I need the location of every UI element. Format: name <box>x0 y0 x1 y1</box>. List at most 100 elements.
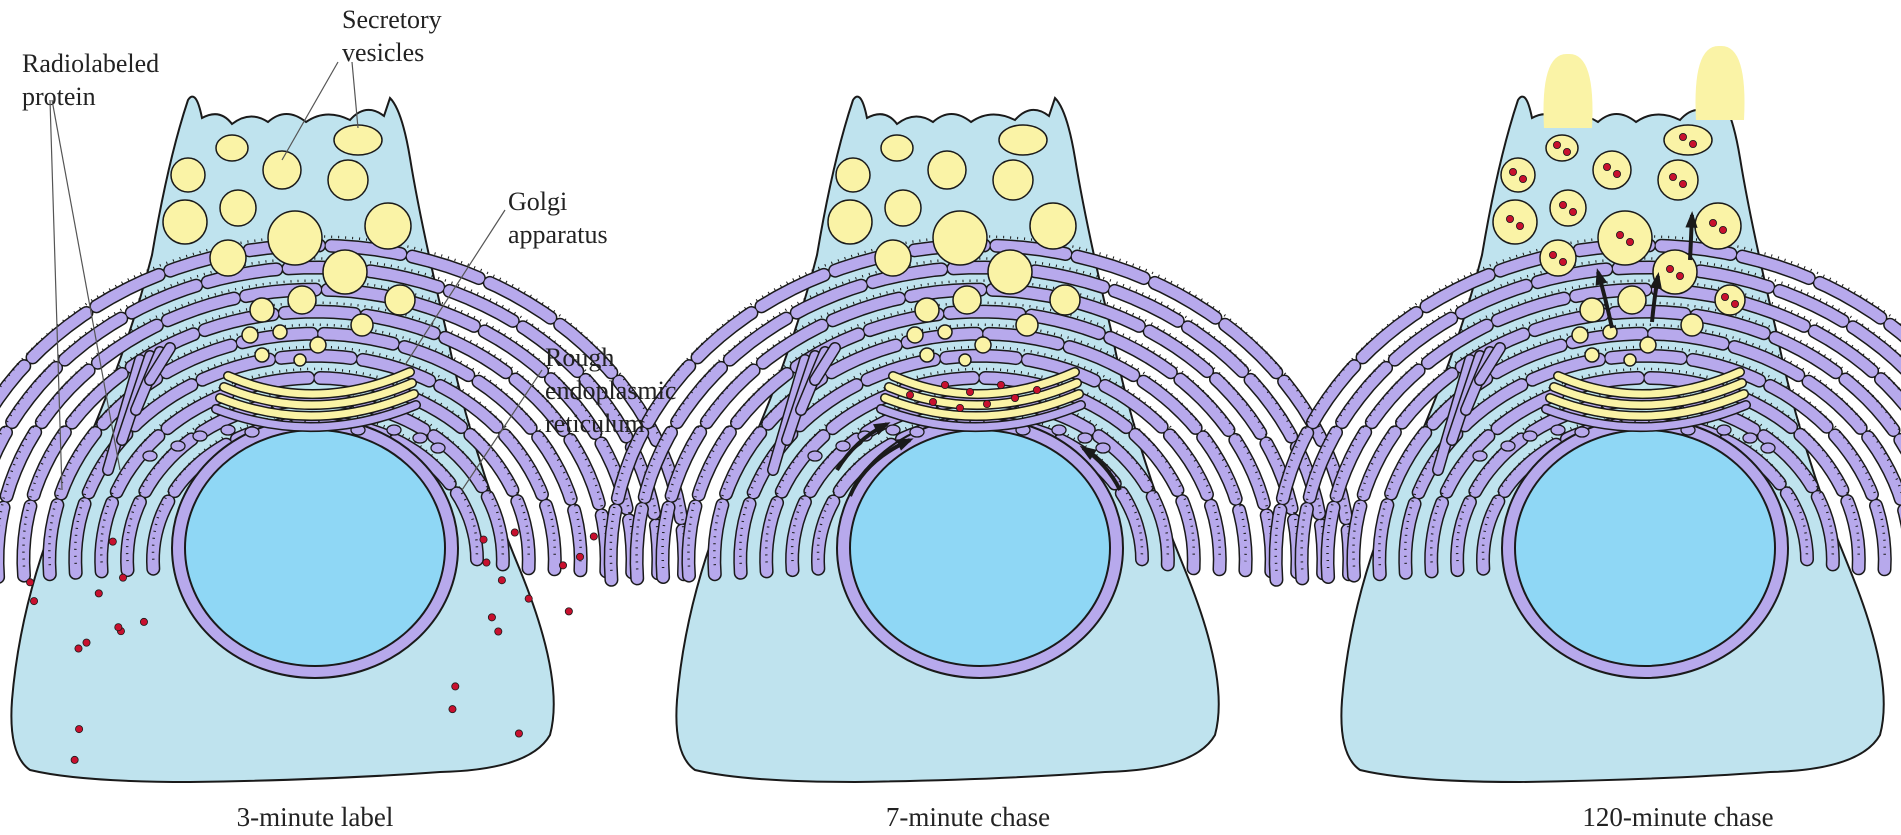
radiolabel-dot <box>525 595 532 602</box>
secretory-vesicle <box>999 125 1047 155</box>
radiolabel-dot <box>1731 300 1738 307</box>
secretory-vesicle <box>836 158 870 192</box>
exocytosis-vesicle <box>1544 54 1593 128</box>
secretory-vesicle <box>953 286 981 314</box>
cell-panel-1 <box>0 97 684 782</box>
transport-vesicle <box>1575 427 1589 437</box>
transport-vesicle <box>1761 443 1775 453</box>
radiolabel-dot <box>83 639 90 646</box>
secretory-vesicle <box>1585 348 1599 362</box>
radiolabel-dot <box>109 538 116 545</box>
secretory-vesicle <box>250 298 274 322</box>
secretory-vesicle <box>1658 160 1698 200</box>
secretory-vesicle <box>928 151 966 189</box>
golgi-apparatus-label: Golgi apparatus <box>508 187 608 249</box>
secretory-vesicle <box>933 211 987 265</box>
secretory-vesicle <box>1695 203 1741 249</box>
radiolabel-dot <box>495 628 502 635</box>
secretory-vesicle <box>828 200 872 244</box>
secretory-vesicle <box>1050 285 1080 315</box>
radiolabel-dot <box>75 645 82 652</box>
secretory-vesicle <box>1030 203 1076 249</box>
secretory-vesicle <box>938 325 952 339</box>
transport-vesicle <box>1551 425 1565 435</box>
transport-vesicle <box>143 451 157 461</box>
secretory-vesicle <box>1593 151 1631 189</box>
radiolabel-dot <box>1626 238 1633 245</box>
secretory-vesicle <box>1550 190 1586 226</box>
transport-vesicle <box>1078 433 1092 443</box>
transport-vesicle <box>1743 433 1757 443</box>
secretory-vesicle <box>242 327 258 343</box>
radiolabel-dot <box>1669 173 1676 180</box>
secretory-vesicle <box>920 348 934 362</box>
secretory-vesicle <box>907 327 923 343</box>
radiolabel-dot <box>1689 140 1696 147</box>
secretory-vesicle <box>210 240 246 276</box>
secretory-vesicle <box>255 348 269 362</box>
secretory-vesicle <box>915 298 939 322</box>
secretory-vesicle <box>1501 158 1535 192</box>
secretory-vesicle <box>365 203 411 249</box>
radiolabel-dot <box>449 706 456 713</box>
radiolabel-dot <box>1553 141 1560 148</box>
radiolabel-dot <box>1709 219 1716 226</box>
radiolabel-dot <box>1563 148 1570 155</box>
secretory-vesicle <box>1572 327 1588 343</box>
secretory-vesicle <box>1540 240 1576 276</box>
transport-vesicle <box>1473 451 1487 461</box>
radiolabel-dot <box>480 536 487 543</box>
radiolabel-dot <box>140 618 147 625</box>
secretory-vesicle <box>351 314 373 336</box>
radiolabel-dot <box>1603 163 1610 170</box>
transport-vesicle <box>1096 443 1110 453</box>
radiolabel-dot <box>906 391 913 398</box>
secretory-vesicle <box>1715 285 1745 315</box>
secretory-vesicle <box>1580 298 1604 322</box>
leader-line-protein-1 <box>50 100 62 490</box>
secretory-vesicle <box>334 125 382 155</box>
secretory-vesicle <box>988 250 1032 294</box>
secretory-vesicle <box>1664 125 1712 155</box>
panel-caption-1: 3-minute label <box>237 802 394 832</box>
transport-vesicle <box>1717 425 1731 435</box>
secretory-vesicle <box>310 337 326 353</box>
radiolabel-dot <box>1613 170 1620 177</box>
secretory-vesicle <box>1598 211 1652 265</box>
radiolabel-dot <box>565 608 572 615</box>
radiolabel-dot <box>1506 215 1513 222</box>
radiolabel-dot <box>929 398 936 405</box>
secretory-vesicle <box>993 160 1033 200</box>
radiolabel-dot <box>1033 386 1040 393</box>
radiolabel-dot <box>1011 394 1018 401</box>
exocytosis-vesicle <box>1696 46 1745 120</box>
radiolabel-dot <box>1676 272 1683 279</box>
secretory-vesicle <box>885 190 921 226</box>
radiolabel-dot <box>488 614 495 621</box>
transport-vesicle <box>193 431 207 441</box>
secretory-vesicle <box>323 250 367 294</box>
transport-vesicle <box>1052 425 1066 435</box>
rough-er-label: Rough endoplasmic reticulum <box>545 343 683 438</box>
radiolabel-dot <box>1719 226 1726 233</box>
radiolabel-dot <box>26 579 33 586</box>
transport-vesicle <box>221 425 235 435</box>
transport-vesicle <box>171 441 185 451</box>
radiolabel-dot <box>1509 168 1516 175</box>
secretory-vesicle <box>220 190 256 226</box>
radiolabeled-protein-label: Radiolabeled protein <box>22 49 166 111</box>
transport-vesicle <box>431 443 445 453</box>
secretory-vesicle <box>959 354 971 366</box>
transport-vesicle <box>413 433 427 443</box>
cell-panel-3 <box>1276 46 1901 782</box>
radiolabel-dot <box>1721 293 1728 300</box>
radiolabel-dot <box>1679 180 1686 187</box>
panel-caption-3: 120-minute chase <box>1582 802 1773 832</box>
nucleus <box>185 430 445 666</box>
transport-vesicle <box>836 441 850 451</box>
secretory-vesicle <box>1493 200 1537 244</box>
radiolabel-dot <box>590 533 597 540</box>
transport-vesicle <box>886 425 900 435</box>
radiolabel-dot <box>1559 201 1566 208</box>
radiolabel-dot <box>95 590 102 597</box>
